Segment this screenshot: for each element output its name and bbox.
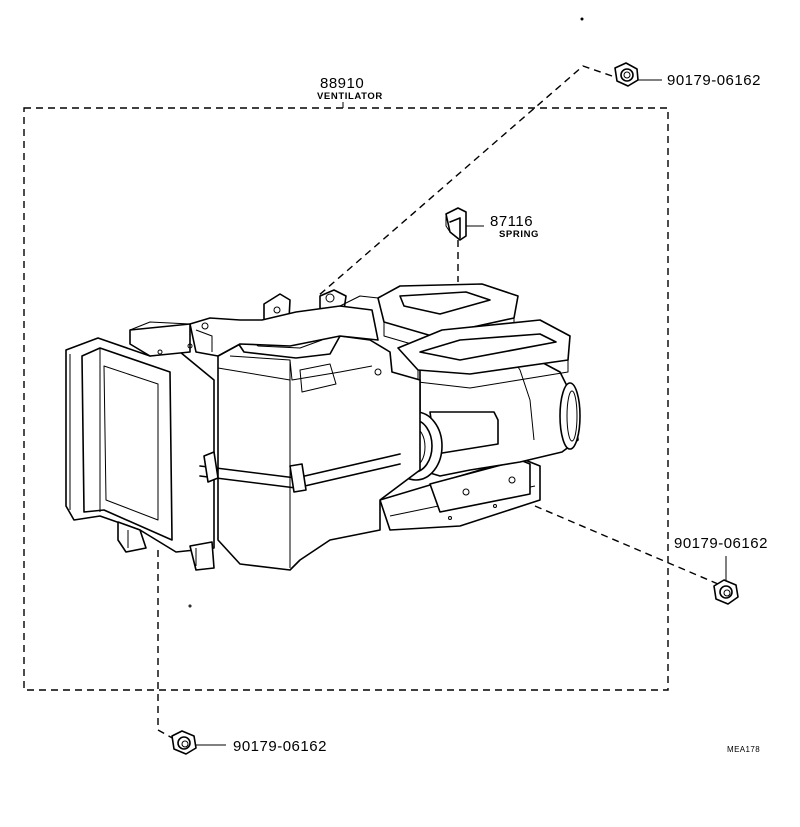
nut-icon-top: [614, 62, 639, 87]
assembly-boundary-box: [23, 102, 669, 691]
spring-part-name: SPRING: [499, 229, 539, 240]
nut-icon-right: [713, 579, 739, 605]
nut-part-number-right: 90179-06162: [674, 535, 768, 552]
spring-part-number: 87116: [490, 213, 533, 230]
nut-icon-bottom: [171, 730, 197, 755]
diagram-code: MEA178: [727, 745, 760, 754]
ventilator-unit-drawing: [65, 283, 581, 608]
leader-lines: [157, 65, 719, 741]
assembly-part-number: 88910: [320, 75, 364, 92]
stray-mark: [580, 17, 584, 21]
spring-clip-icon: [445, 207, 467, 241]
nut-part-number-top: 90179-06162: [667, 72, 761, 89]
assembly-part-name: VENTILATOR: [317, 91, 383, 102]
nut-part-number-bottom: 90179-06162: [233, 738, 327, 755]
